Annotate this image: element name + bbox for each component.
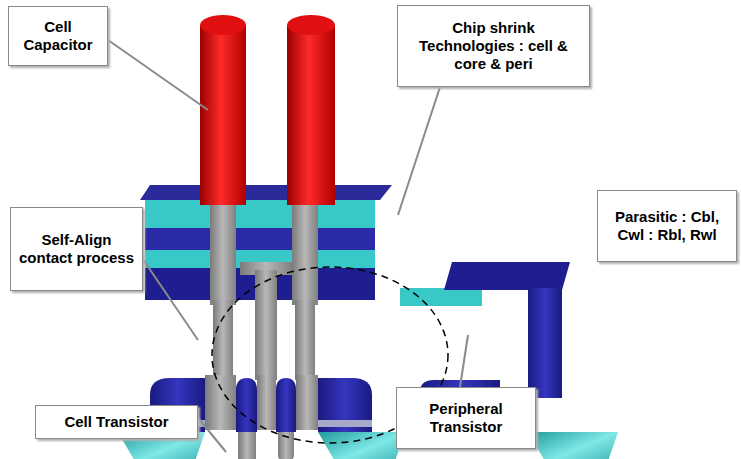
bitline-contact (255, 270, 277, 380)
cell-capacitor (200, 25, 246, 205)
label-text: Parasitic : Cbl, Cwl : Rbl, Rwl (603, 208, 731, 244)
label-text: Cell Transistor (64, 413, 168, 431)
peripheral-contact (528, 288, 562, 398)
label-box: Chip shrink Technologies : cell & core &… (397, 5, 590, 87)
leader-line (140, 255, 198, 340)
cell-capacitor (287, 25, 335, 205)
label-text: Cell Capacitor (14, 18, 102, 54)
gate-oxide (318, 420, 372, 427)
label-box: Peripheral Transistor (396, 387, 536, 449)
landing-plug (257, 375, 276, 430)
storage-contact (210, 200, 236, 305)
label-box: Self-Align contact process (10, 207, 143, 291)
cell-capacitor (287, 15, 335, 35)
sti-trench (318, 432, 405, 459)
plate-layer (140, 185, 392, 200)
landing-plug (296, 375, 318, 430)
storage-contact (292, 200, 318, 305)
cell-gate (236, 378, 257, 432)
label-text: Self-Align contact process (16, 231, 137, 267)
storage-contact (295, 300, 315, 380)
dielectric-layer (400, 288, 482, 306)
leader-line (460, 335, 468, 387)
label-text: Peripheral Transistor (402, 400, 530, 436)
label-box: Parasitic : Cbl, Cwl : Rbl, Rwl (597, 190, 737, 262)
label-box: Cell Capacitor (8, 6, 108, 66)
storage-contact (213, 300, 233, 380)
landing-plug (205, 375, 236, 430)
interlayer-band (145, 228, 375, 250)
cell-gate (276, 378, 296, 432)
leader-line (398, 87, 440, 215)
cell-gate (318, 378, 372, 432)
label-box: Cell Transistor (35, 405, 198, 439)
sti-trench (528, 432, 618, 459)
cell-capacitor (200, 15, 246, 35)
dielectric-layer (145, 200, 375, 228)
label-text: Chip shrink Technologies : cell & core &… (403, 19, 584, 73)
leader-line (108, 40, 208, 110)
metal-line (444, 262, 570, 290)
